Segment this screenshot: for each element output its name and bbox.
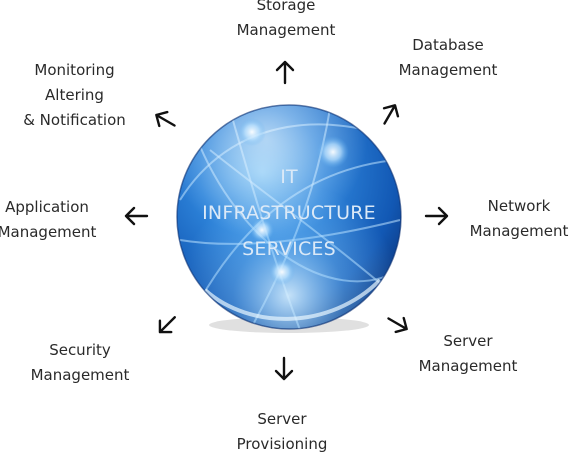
node-database-management: Database Management xyxy=(388,33,508,83)
node-security-management: Security Management xyxy=(20,338,140,388)
node-security-line2: Management xyxy=(30,366,130,384)
node-monitoring-line1: Monitoring xyxy=(34,61,115,79)
node-storage-management: Storage Management xyxy=(226,0,346,43)
arrow-down-right-icon xyxy=(375,301,421,347)
node-provisioning-line2: Provisioning xyxy=(236,435,328,453)
center-title-line1: IT xyxy=(280,166,298,188)
node-database-line1: Database xyxy=(412,36,484,54)
node-monitoring-line3: & Notification xyxy=(23,111,126,129)
node-server-line1: Server xyxy=(443,332,493,350)
node-network-management: Network Management xyxy=(460,194,571,244)
node-database-line2: Management xyxy=(398,61,498,79)
node-security-line1: Security xyxy=(49,341,111,359)
arrow-up-left-icon xyxy=(142,97,188,143)
arrow-down-icon xyxy=(267,352,301,386)
arrow-up-right-icon xyxy=(367,91,413,137)
node-monitoring-notification: Monitoring Altering & Notification xyxy=(12,58,137,133)
arrow-down-left-icon xyxy=(143,301,191,349)
node-storage-line2: Management xyxy=(236,21,336,39)
node-server-provisioning: Server Provisioning xyxy=(222,407,342,457)
center-title-line2: INFRASTRUCTURE xyxy=(202,202,376,224)
node-application-line2: Management xyxy=(0,223,97,241)
arrow-right-icon xyxy=(420,199,454,233)
node-application-line1: Application xyxy=(5,198,89,216)
node-server-management: Server Management xyxy=(408,329,528,379)
node-storage-line1: Storage xyxy=(256,0,316,14)
node-application-management: Application Management xyxy=(0,195,107,245)
arrow-up-icon xyxy=(268,55,302,89)
node-network-line2: Management xyxy=(469,222,569,240)
node-monitoring-line2: Altering xyxy=(45,86,104,104)
node-provisioning-line1: Server xyxy=(257,410,307,428)
arrow-left-icon xyxy=(119,199,153,233)
node-server-line2: Management xyxy=(418,357,518,375)
node-network-line1: Network xyxy=(487,197,551,215)
center-title-line3: SERVICES xyxy=(242,238,336,260)
